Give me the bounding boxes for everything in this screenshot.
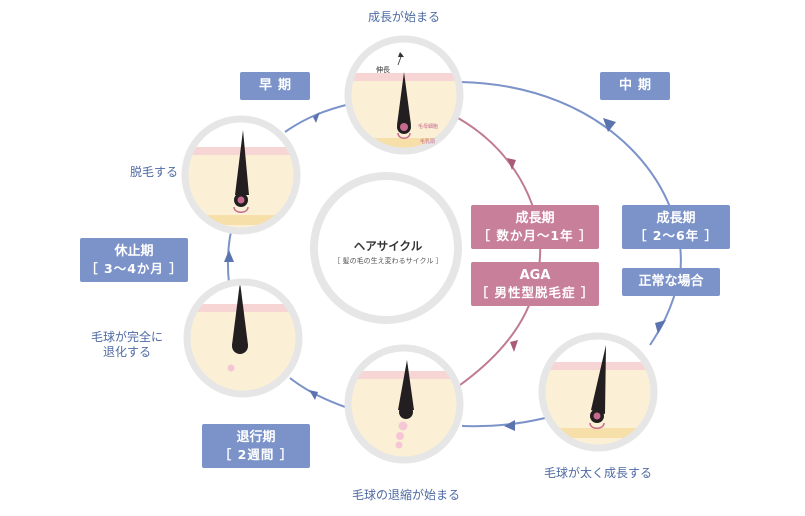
blue-cycle-path-top-left <box>284 103 351 133</box>
blue-cycle-path-bottom-right <box>461 417 546 428</box>
box-regression-title: 退行期 <box>236 430 276 445</box>
label-papilla: 毛乳頭 <box>420 138 435 145</box>
hair-circle-shrink-start <box>348 348 460 460</box>
arrow-head <box>655 320 666 334</box>
box-resting-period: ［ 3〜4か月 ］ <box>85 261 183 276</box>
label-shrink-start: 毛球の退縮が始まる <box>351 488 461 502</box>
box-resting: 休止期 ［ 3〜4か月 ］ <box>80 238 188 282</box>
label-growth-start: 成長が始まる <box>367 10 441 24</box>
box-regression: 退行期 ［ 2週間 ］ <box>202 424 310 468</box>
box-aga: AGA ［ 男性型脱毛症 ］ <box>471 262 599 306</box>
box-growth-normal: 成長期 ［ 2〜6年 ］ <box>622 205 730 249</box>
label-bulb-retreat-line2: 退化する <box>102 345 152 359</box>
arrow-head <box>309 390 318 400</box>
box-growth-normal-title: 成長期 <box>656 211 696 226</box>
label-hair-matrix: 毛母細胞 <box>418 123 438 130</box>
hair-circle-growth-start <box>348 39 460 151</box>
box-regression-period: ［ 2週間 ］ <box>218 447 294 462</box>
box-aga-title: AGA <box>519 268 551 283</box>
center-subtitle: ［ 髪の毛の生え変わるサイクル ］ <box>333 257 443 265</box>
box-growth-aga: 成長期 ［ 数か月〜1年 ］ <box>471 205 599 249</box>
center-ring <box>310 172 462 324</box>
arrow-head <box>510 340 518 352</box>
label-hair-loss: 脱毛する <box>129 165 179 179</box>
pink-aga-path <box>457 117 542 386</box>
box-resting-title: 休止期 <box>114 244 154 259</box>
arrow-head <box>224 250 234 262</box>
tag-early: 早期 <box>240 72 310 100</box>
arrow-head <box>313 112 320 123</box>
label-bulb-retreat-line1: 毛球が完全に <box>90 330 164 344</box>
arrow-head <box>603 118 616 132</box>
blue-cycle-path-bottom-left <box>289 377 349 409</box>
box-aga-period: ［ 男性型脱毛症 ］ <box>475 285 595 300</box>
tag-middle: 中期 <box>600 72 670 100</box>
label-thick-growth: 毛球が太く成長する <box>543 466 653 480</box>
box-normal-case: 正常な場合 <box>622 268 720 296</box>
box-growth-aga-period: ［ 数か月〜1年 ］ <box>477 228 593 243</box>
arrow-head <box>504 420 515 431</box>
box-growth-normal-period: ［ 2〜6年 ］ <box>633 228 719 243</box>
center-title: ヘアサイクル <box>353 239 423 253</box>
label-bulb-retreat: 毛球が完全に 退化する <box>91 330 163 360</box>
box-growth-aga-title: 成長期 <box>515 211 555 226</box>
label-stretch: 伸長 <box>376 65 390 74</box>
arrow-head <box>507 158 516 170</box>
